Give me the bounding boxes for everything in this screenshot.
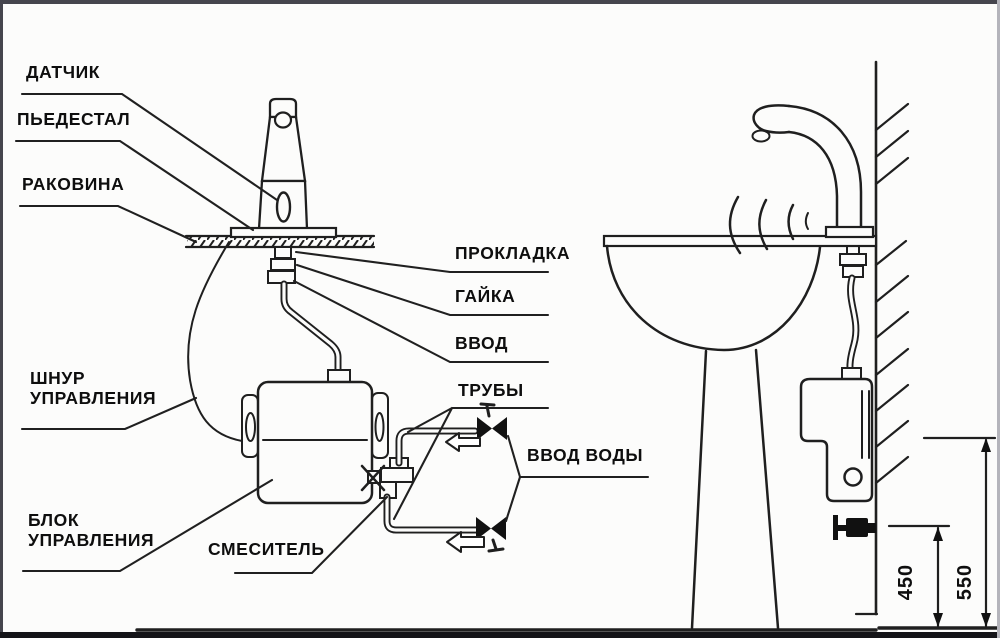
wall-valve [833, 515, 876, 540]
sink-label: РАКОВИНА [22, 174, 125, 194]
inlet-pipe [280, 280, 351, 383]
valve-icon [476, 517, 491, 540]
control-cord-label-line1: ШНУР [30, 368, 86, 388]
sink-side-view [602, 234, 878, 630]
water-inlet-label: ВВОД ВОДЫ [527, 445, 644, 465]
pedestal-leader [14, 139, 255, 232]
gasket-leader [294, 250, 550, 274]
frame-border-right [997, 0, 1000, 638]
inlet-leader [292, 279, 550, 364]
upper-supply-pipe [395, 402, 507, 467]
control-unit-box [241, 380, 389, 505]
nut-leader [295, 263, 550, 317]
control-unit-label-line2: УПРАВЛЕНИЯ [28, 530, 155, 550]
pipes-leader [392, 406, 550, 521]
mounting-hardware [267, 246, 296, 284]
inlet-label: ВВОД [455, 333, 509, 353]
lower-supply-pipe [383, 493, 506, 553]
mixer-assembly [360, 457, 414, 499]
wall-hatching [874, 102, 910, 485]
pipes-label: ТРУБЫ [458, 380, 524, 400]
sensor-waves [728, 195, 809, 255]
dim-450-label: 450 [895, 563, 917, 601]
nut-label: ГАЙКА [455, 286, 516, 306]
faucet-side-view [751, 104, 875, 239]
flow-arrow-icon [446, 531, 485, 553]
dimension-550 [922, 436, 997, 628]
sink-leader [18, 204, 198, 244]
gasket-label: ПРОКЛАДКА [455, 243, 571, 263]
sensor-leader [20, 92, 279, 202]
right-side-view [135, 60, 999, 632]
wall-control-box [799, 377, 874, 503]
control-cord [187, 241, 243, 442]
frame-border-bottom [0, 632, 1000, 638]
mixer-leader [233, 495, 389, 575]
floor-line [135, 626, 999, 632]
sensor-label: ДАТЧИК [26, 62, 101, 82]
control-unit-label-line1: БЛОК [28, 510, 80, 530]
dimension-450 [887, 524, 951, 628]
water-inlet-leader [504, 434, 650, 523]
faucet-front-view [229, 97, 338, 239]
control-cord-label: ШНУР УПРАВЛЕНИЯ [30, 368, 156, 408]
left-front-view [184, 97, 507, 553]
dim-550-label: 550 [954, 563, 976, 601]
control-unit-label: БЛОК УПРАВЛЕНИЯ [28, 510, 154, 550]
control-cord-leader [20, 396, 198, 431]
leader-lines [14, 92, 650, 575]
control-cord-label-line2: УПРАВЛЕНИЯ [30, 388, 157, 408]
control-unit-leader [21, 478, 274, 573]
pedestal-label: ПЬЕДЕСТАЛ [17, 109, 131, 129]
supply-hose [839, 245, 867, 380]
mixer-label: СМЕСИТЕЛЬ [208, 539, 325, 559]
flow-arrow-icon [445, 432, 481, 452]
frame-border-left [0, 0, 3, 638]
frame-border-top [0, 0, 1000, 4]
sensor-window [275, 191, 292, 223]
valve-icon [477, 417, 492, 440]
